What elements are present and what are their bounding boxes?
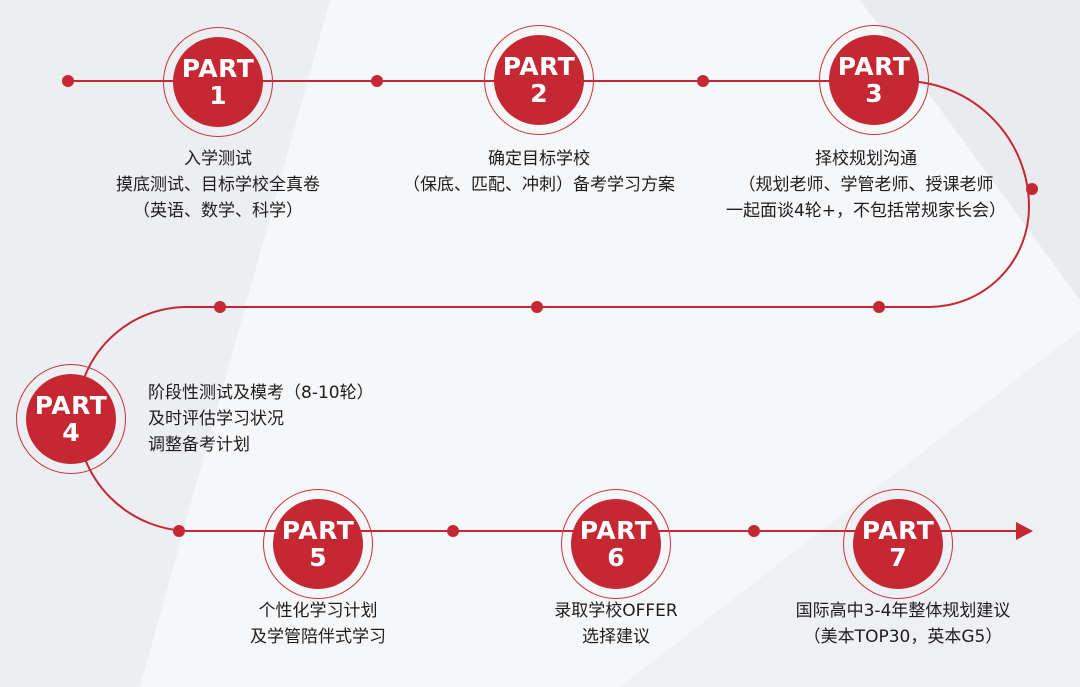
timeline-dot — [371, 75, 383, 87]
part-3-badge: PART 3 — [819, 25, 929, 135]
description-line: （规划老师、学管老师、授课老师 — [738, 175, 994, 195]
part-7-description: 国际高中3-4年整体规划建议 （美本TOP30，英本G5） — [796, 598, 1011, 650]
description-line: 一起面谈4轮+，不包括常规家长会） — [725, 201, 1007, 221]
part-label: PART — [281, 516, 355, 545]
description-line: 摸底测试、目标学校全真卷 — [116, 175, 320, 195]
timeline-arrow-head — [1016, 522, 1033, 540]
part-4-badge: PART 4 — [16, 364, 126, 474]
description-line: 入学测试 — [184, 149, 252, 169]
description-line: （美本TOP30，英本G5） — [803, 627, 1003, 647]
part-4-description: 阶段性测试及模考（8-10轮） 及时评估学习状况 调整备考计划 — [148, 380, 374, 458]
description-line: 择校规划沟通 — [815, 149, 917, 169]
timeline-dot — [531, 301, 543, 313]
part-label: PART — [579, 516, 653, 545]
part-5-description: 个性化学习计划 及学管陪伴式学习 — [250, 598, 386, 650]
part-3-description: 择校规划沟通 （规划老师、学管老师、授课老师 一起面谈4轮+，不包括常规家长会） — [726, 146, 1006, 224]
description-line: 调整备考计划 — [148, 435, 250, 455]
part-number: 2 — [530, 79, 548, 108]
part-2-badge: PART 2 — [484, 25, 594, 135]
timeline-dot — [1026, 183, 1038, 195]
part-number: 1 — [209, 81, 227, 110]
description-line: 个性化学习计划 — [258, 601, 378, 621]
part-label: PART — [837, 52, 911, 81]
part-number: 5 — [309, 543, 327, 572]
part-2-description: 确定目标学校 （保底、匹配、冲刺）备考学习方案 — [403, 146, 675, 198]
part-7-badge: PART 7 — [843, 489, 953, 599]
timeline-dot — [447, 525, 459, 537]
description-line: 选择建议 — [582, 627, 650, 647]
part-label: PART — [34, 391, 108, 420]
timeline-dot — [214, 301, 226, 313]
part-1-badge: PART 1 — [163, 27, 273, 137]
timeline-dot — [873, 301, 885, 313]
timeline-dot — [748, 525, 760, 537]
description-line: 确定目标学校 — [488, 149, 590, 169]
part-label: PART — [502, 52, 576, 81]
part-number: 4 — [62, 418, 80, 447]
description-line: 阶段性测试及模考（8-10轮） — [148, 383, 374, 403]
timeline-dot — [62, 75, 74, 87]
part-label: PART — [181, 54, 255, 83]
part-number: 7 — [889, 543, 907, 572]
description-line: 录取学校OFFER — [554, 601, 678, 621]
description-line: 国际高中3-4年整体规划建议 — [795, 601, 1011, 621]
part-5-badge: PART 5 — [263, 489, 373, 599]
part-6-description: 录取学校OFFER 选择建议 — [554, 598, 678, 650]
timeline-line — [68, 80, 1031, 532]
part-1-description: 入学测试 摸底测试、目标学校全真卷 （英语、数学、科学） — [116, 146, 320, 224]
part-6-badge: PART 6 — [561, 489, 671, 599]
part-number: 6 — [607, 543, 625, 572]
description-line: （保底、匹配、冲刺）备考学习方案 — [403, 175, 675, 195]
timeline-dot — [173, 525, 185, 537]
part-label: PART — [861, 516, 935, 545]
description-line: 及时评估学习状况 — [148, 409, 284, 429]
description-line: 及学管陪伴式学习 — [250, 627, 386, 647]
part-number: 3 — [865, 79, 883, 108]
description-line: （英语、数学、科学） — [133, 201, 303, 221]
timeline-dot — [697, 75, 709, 87]
